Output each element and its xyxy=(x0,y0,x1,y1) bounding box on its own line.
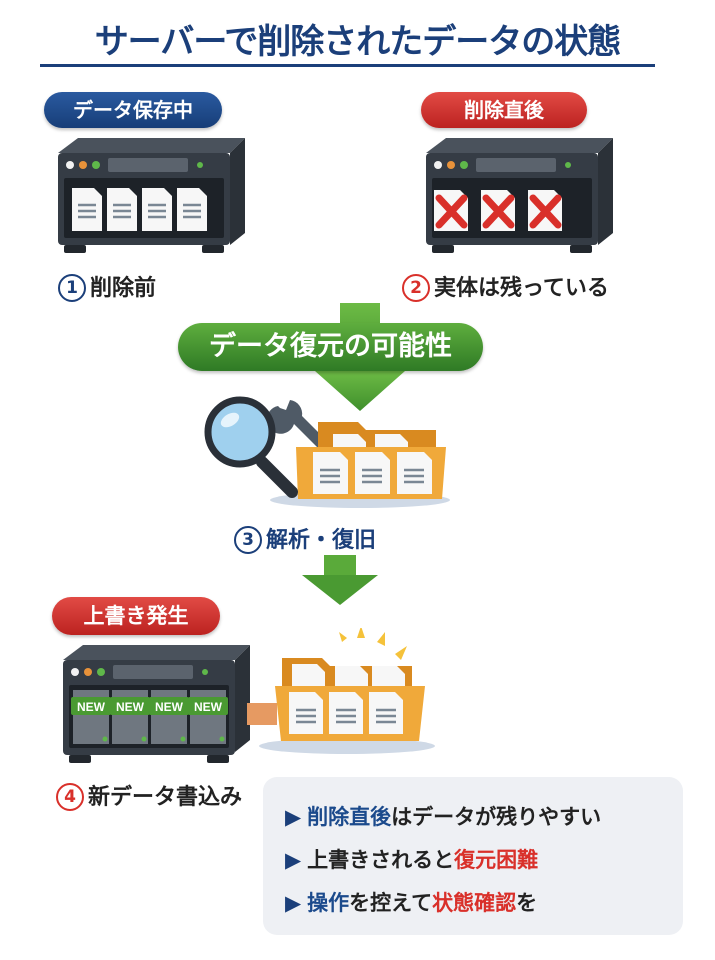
down-arrow-icon-2 xyxy=(302,555,378,605)
bullet-triangle-icon: ▶ xyxy=(285,805,302,829)
recovery-possibility-banner: データ復元の可能性 xyxy=(178,323,483,371)
badge-data-stored: データ保存中 xyxy=(44,92,222,128)
badge-just-deleted: 削除直後 xyxy=(421,92,587,128)
new-tag: NEW xyxy=(116,700,145,714)
step-number-4: 4 xyxy=(56,783,84,811)
summary-line-1: ▶削除直後はデータが残りやすい xyxy=(285,805,602,829)
step-number-3: 3 xyxy=(234,526,262,554)
magnifier-icon xyxy=(204,396,298,498)
step-number-2: 2 xyxy=(402,274,430,302)
server-with-deleted-files-icon xyxy=(426,138,613,253)
overwritten-folder-icon xyxy=(247,628,435,754)
page-title: サーバーで削除されたデータの状態 xyxy=(94,22,622,62)
new-tag: NEW xyxy=(77,700,106,714)
summary-line-2: ▶上書きされると復元困難 xyxy=(285,848,539,872)
bullet-triangle-icon: ▶ xyxy=(285,848,302,872)
new-tag: NEW xyxy=(194,700,223,714)
step-number-1: 1 xyxy=(58,274,86,302)
new-tag: NEW xyxy=(155,700,184,714)
summary-box: ▶削除直後はデータが残りやすい ▶上書きされると復元困難 ▶操作を控えて状態確認… xyxy=(263,777,683,935)
bullet-triangle-icon: ▶ xyxy=(285,891,302,915)
badge-overwrite: 上書き発生 xyxy=(52,597,220,635)
title-divider xyxy=(40,64,655,67)
server-with-files-icon xyxy=(58,138,245,253)
server-with-new-data-icon: NEW NEW NEW NEW xyxy=(63,645,250,763)
summary-line-3: ▶操作を控えて状態確認を xyxy=(285,891,538,915)
analysis-recovery-illustration xyxy=(204,396,450,508)
